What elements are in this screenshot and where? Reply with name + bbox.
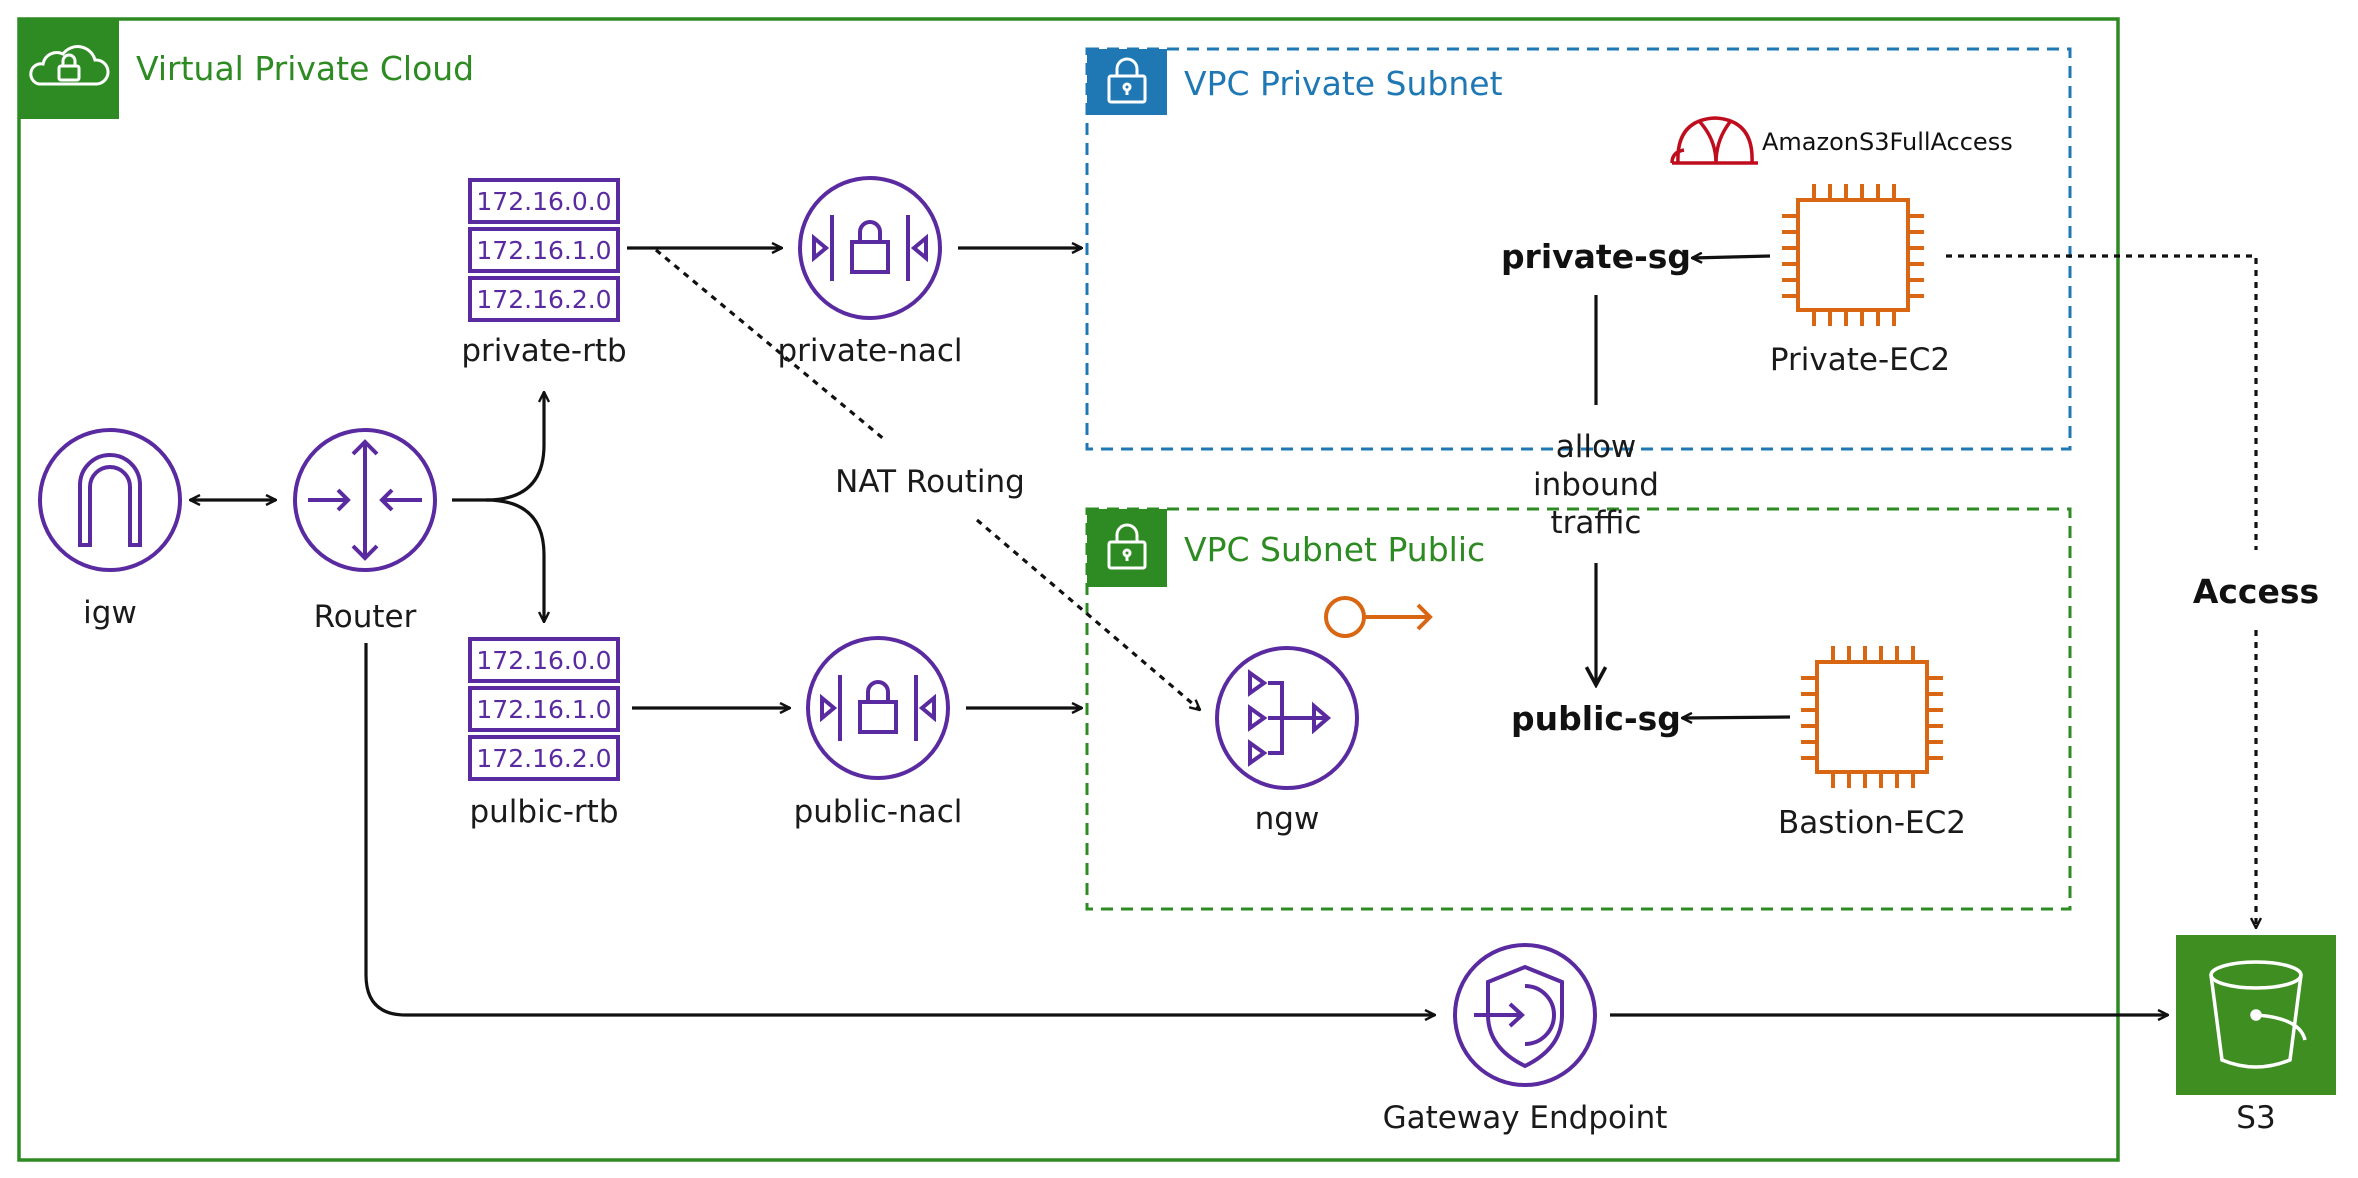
router-private-rtb-link: [452, 392, 544, 502]
public-rtb-entry-1: 172.16.0.0: [476, 646, 611, 675]
private-rtb-entry-1: 172.16.0.0: [476, 187, 611, 216]
bastion-ec2-sg-link: [1682, 717, 1791, 718]
igw-node[interactable]: igw: [38, 428, 182, 631]
s3-label: S3: [2236, 1100, 2275, 1136]
vpc-icon-tile: [19, 19, 119, 119]
padlock-icon: [1107, 523, 1147, 570]
access-label: Access: [2193, 572, 2319, 611]
private-nacl-node[interactable]: private-nacl: [777, 176, 963, 369]
ec2-s3-access-link-upper: [1946, 254, 2258, 550]
cloud-lock-icon: [29, 45, 110, 86]
iam-role-icon: [1670, 116, 1758, 165]
route-table-icon: [468, 178, 620, 322]
private-subnet-title: VPC Private Subnet: [1184, 64, 1503, 103]
public-subnet-title: VPC Subnet Public: [1184, 530, 1485, 569]
nat-routing-link-lower: [975, 518, 1200, 710]
public-sg-label[interactable]: public-sg: [1511, 699, 1681, 738]
network-acl-icon: [806, 636, 950, 780]
nat-routing-link-upper: [654, 248, 887, 442]
router-endpoint-link: [364, 643, 1435, 1015]
private-rtb-label: private-rtb: [461, 333, 626, 369]
public-rtb-entry-3: 172.16.2.0: [476, 744, 611, 773]
nat-routing-label: NAT Routing: [835, 464, 1025, 500]
gateway-endpoint-label: Gateway Endpoint: [1383, 1100, 1668, 1136]
private-ec2-node[interactable]: Private-EC2: [1770, 184, 1950, 378]
router-label: Router: [314, 599, 417, 635]
private-rtb-entry-3: 172.16.2.0: [476, 285, 611, 314]
bastion-ec2-node[interactable]: Bastion-EC2: [1778, 646, 1966, 841]
s3-bucket-icon: [2209, 960, 2307, 1069]
gateway-endpoint-node[interactable]: Gateway Endpoint: [1383, 943, 1668, 1136]
allow-inbound-line-2: inbound: [1533, 467, 1659, 503]
public-nacl-label: public-nacl: [794, 794, 963, 830]
ec2-instance-icon: [1801, 646, 1943, 788]
route-table-icon: [468, 637, 620, 781]
allow-inbound-label: allow inbound traffic: [1533, 429, 1659, 541]
ec2-instance-icon: [1782, 184, 1924, 326]
padlock-icon: [1107, 57, 1147, 104]
igw-label: igw: [83, 595, 137, 631]
iam-policy-label: AmazonS3FullAccess: [1762, 128, 2013, 156]
public-rtb-label: pulbic-rtb: [469, 794, 618, 830]
private-ec2-label: Private-EC2: [1770, 342, 1950, 378]
router-icon: [293, 428, 437, 572]
vpc-endpoint-icon: [1453, 943, 1597, 1087]
public-subnet-icon-tile: [1087, 509, 1167, 587]
public-rtb-entry-2: 172.16.1.0: [476, 695, 611, 724]
public-rtb-node[interactable]: 172.16.0.0 172.16.1.0 172.16.2.0 pulbic-…: [468, 637, 620, 830]
connectors: [190, 248, 2256, 1015]
router-node[interactable]: Router: [293, 428, 437, 635]
internet-gateway-icon: [38, 428, 182, 572]
allow-inbound-line-1: allow: [1556, 429, 1637, 465]
bastion-ec2-label: Bastion-EC2: [1778, 805, 1966, 841]
private-subnet-group: VPC Private Subnet: [1085, 47, 2072, 451]
ngw-node[interactable]: ngw: [1215, 646, 1359, 837]
private-rtb-entry-2: 172.16.1.0: [476, 236, 611, 265]
allow-inbound-line-3: traffic: [1551, 505, 1642, 541]
iam-policy-node[interactable]: AmazonS3FullAccess: [1670, 116, 2013, 165]
elastic-ip-icon: [1324, 596, 1433, 638]
vpc-title: Virtual Private Cloud: [136, 49, 474, 88]
network-acl-icon: [798, 176, 942, 320]
ngw-label: ngw: [1255, 801, 1320, 837]
private-sg-label[interactable]: private-sg: [1501, 237, 1691, 276]
private-nacl-label: private-nacl: [777, 333, 962, 369]
public-subnet-group: VPC Subnet Public: [1085, 507, 2072, 911]
nat-gateway-icon: [1215, 646, 1359, 790]
vpc-group: Virtual Private Cloud: [17, 17, 2120, 1162]
private-ec2-sg-link: [1692, 256, 1771, 258]
router-public-rtb-link: [485, 498, 544, 622]
s3-node[interactable]: S3: [2176, 935, 2336, 1136]
public-nacl-node[interactable]: public-nacl: [794, 636, 963, 830]
private-rtb-node[interactable]: 172.16.0.0 172.16.1.0 172.16.2.0 private…: [461, 178, 627, 369]
